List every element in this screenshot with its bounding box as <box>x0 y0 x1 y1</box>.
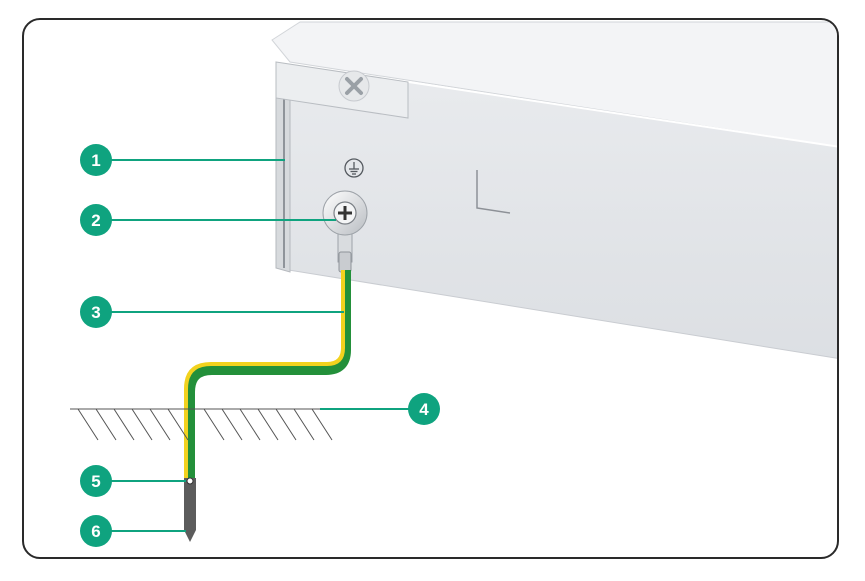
grounding-rod <box>184 477 196 542</box>
grounding-cable-stripe <box>184 270 345 478</box>
panel-marking <box>476 170 511 214</box>
callout-2-label: 2 <box>91 211 100 230</box>
callout-5: 5 <box>80 465 112 497</box>
callout-3-label: 3 <box>91 303 100 322</box>
callout-6: 6 <box>80 515 112 547</box>
chassis-top <box>271 21 837 151</box>
captive-screw-icon <box>333 201 357 225</box>
callout-3: 3 <box>80 296 112 328</box>
grounding-cable <box>185 270 351 478</box>
callout-2: 2 <box>80 204 112 236</box>
callout-4: 4 <box>408 393 440 425</box>
callout-4-label: 4 <box>419 400 429 419</box>
ground-symbol-icon <box>344 158 364 178</box>
callout-1-label: 1 <box>91 151 100 170</box>
callout-6-label: 6 <box>91 522 100 541</box>
callout-5-label: 5 <box>91 472 100 491</box>
ground-surface <box>70 408 333 441</box>
callout-1: 1 <box>80 144 112 176</box>
screw-icon <box>338 70 370 102</box>
